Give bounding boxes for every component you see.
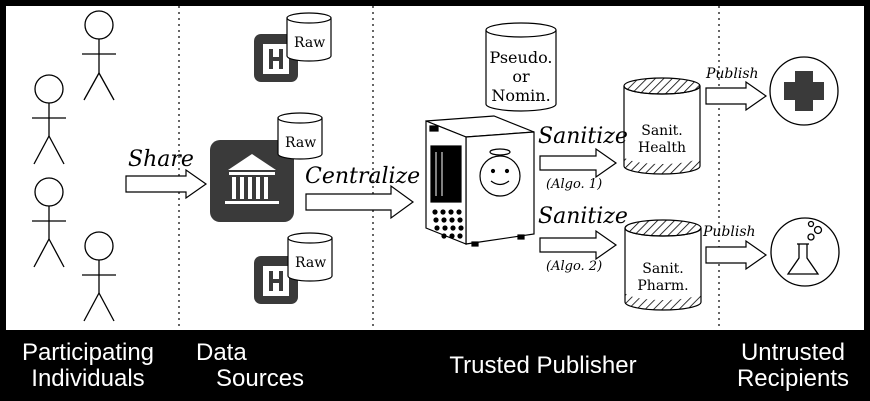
section-label-line1: Untrusted (740, 339, 846, 366)
publish-label-2: Publish (703, 224, 756, 240)
sanitized-pharm-database-icon (624, 219, 702, 311)
raw-database-icon (287, 232, 333, 282)
section-label-line1: Participating (21, 339, 155, 366)
person-icon (82, 10, 116, 101)
raw-label-2: Raw (285, 135, 317, 151)
person-icon (32, 74, 66, 165)
sanitize-arrow-1 (539, 147, 618, 179)
centralize-label: Centralize (305, 164, 421, 189)
section-label-line2: Recipients (736, 365, 850, 392)
sanit-pharm-label-line1: Sanit. (642, 261, 684, 277)
sanit-health-label-line1: Sanit. (641, 123, 683, 139)
section-label-line2: Individuals (31, 365, 145, 392)
raw-database-icon (277, 112, 323, 160)
diagram-graphics (32, 6, 840, 330)
pseudo-database-icon (485, 22, 557, 112)
publish-label-1: Publish (706, 66, 759, 82)
health-recipient-icon (769, 56, 839, 126)
sanit-health-label-line2: Health (638, 140, 686, 156)
sanit-pharm-label-line2: Pharm. (637, 278, 689, 294)
section-label-line1: Trusted Publisher (449, 352, 637, 379)
pseudo-label-line2: or (512, 67, 530, 86)
bank-icon (210, 140, 294, 222)
raw-database-icon (286, 12, 332, 62)
share-arrow (125, 168, 208, 200)
hospital-icon (254, 256, 298, 304)
pseudo-label-line1: Pseudo. (489, 48, 553, 67)
person-icon (82, 231, 116, 322)
sanitize-arrow-2 (539, 229, 618, 261)
sanitize-label-2: Sanitize (538, 204, 628, 229)
server-icon (425, 115, 535, 247)
algo-label-1: (Algo. 1) (546, 177, 603, 192)
section-label-trusted-publisher: Trusted Publisher (370, 333, 716, 399)
diagram-panel: Raw Raw Raw Pseudo. or Nomin. Sanit. Hea… (6, 6, 864, 330)
publish-arrow-1 (705, 80, 768, 112)
person-icon (32, 177, 66, 268)
pharma-recipient-icon (770, 217, 840, 287)
section-label-line2: Sources (216, 365, 305, 392)
algo-label-2: (Algo. 2) (546, 259, 603, 274)
raw-label-1: Raw (294, 35, 326, 51)
pseudo-label-line3: Nomin. (491, 86, 551, 105)
share-label: Share (128, 147, 194, 172)
sanitized-health-database-icon (623, 77, 701, 175)
publish-arrow-2 (705, 239, 768, 271)
sanitize-label-1: Sanitize (538, 124, 628, 149)
centralize-arrow (305, 184, 415, 220)
raw-label-3: Raw (295, 255, 327, 271)
section-dividers (178, 6, 720, 330)
section-label-line1: Data (196, 339, 247, 366)
